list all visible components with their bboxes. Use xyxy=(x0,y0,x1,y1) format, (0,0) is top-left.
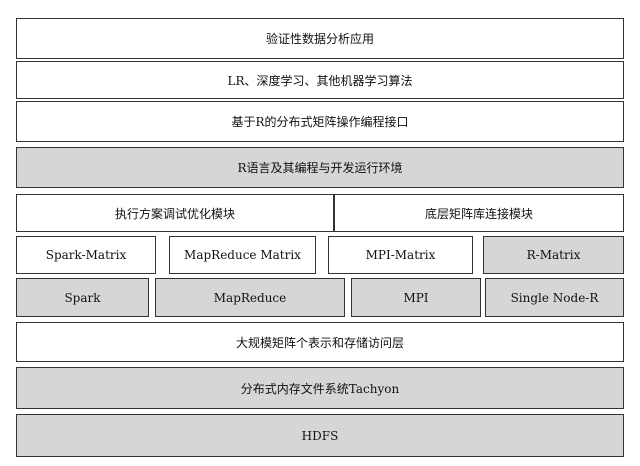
engine-single-node-r: Single Node-R xyxy=(485,278,624,317)
layer-r-environment-label: R语言及其编程与开发运行环境 xyxy=(237,161,403,175)
engine-mapreduce-label: MapReduce xyxy=(213,290,287,305)
matrix-lib-spark-label: Spark-Matrix xyxy=(45,248,127,262)
layer-algorithms-label: LR、深度学习、其他机器学习算法 xyxy=(227,73,413,88)
engine-spark: Spark xyxy=(16,278,149,317)
engine-mapreduce: MapReduce xyxy=(155,278,345,317)
engine-spark-label: Spark xyxy=(64,290,101,305)
layer-storage-access: 大规模矩阵个表示和存储访问层 xyxy=(16,322,624,362)
module-optimizer-label: 执行方案调试优化模块 xyxy=(114,206,235,221)
matrix-lib-mapreduce-label: MapReduce Matrix xyxy=(184,248,301,262)
module-optimizer: 执行方案调试优化模块 xyxy=(16,194,334,232)
matrix-lib-mpi-label: MPI-Matrix xyxy=(365,248,436,262)
matrix-lib-spark: Spark-Matrix xyxy=(16,236,156,274)
layer-storage-access-label: 大规模矩阵个表示和存储访问层 xyxy=(235,335,404,350)
engine-single-node-r-label: Single Node-R xyxy=(510,290,599,305)
layer-memory-fs: 分布式内存文件系统Tachyon xyxy=(16,367,624,409)
layer-programming-interface-label: 基于R的分布式矩阵操作编程接口 xyxy=(231,115,409,129)
module-connector: 底层矩阵库连接模块 xyxy=(334,194,624,232)
layer-r-environment: R语言及其编程与开发运行环境 xyxy=(16,147,624,188)
layer-memory-fs-label: 分布式内存文件系统Tachyon xyxy=(240,381,400,396)
matrix-lib-r-label: R-Matrix xyxy=(526,248,581,262)
module-connector-label: 底层矩阵库连接模块 xyxy=(424,206,533,221)
layer-app-label: 验证性数据分析应用 xyxy=(265,32,374,46)
layer-hdfs-label: HDFS xyxy=(301,428,339,443)
layer-hdfs: HDFS xyxy=(16,414,624,457)
engine-mpi: MPI xyxy=(351,278,481,317)
matrix-lib-mpi: MPI-Matrix xyxy=(328,236,473,274)
engine-mpi-label: MPI xyxy=(403,290,429,305)
matrix-lib-r: R-Matrix xyxy=(483,236,624,274)
layer-app: 验证性数据分析应用 xyxy=(16,18,624,59)
layer-algorithms: LR、深度学习、其他机器学习算法 xyxy=(16,61,624,99)
layer-programming-interface: 基于R的分布式矩阵操作编程接口 xyxy=(16,101,624,142)
matrix-lib-mapreduce: MapReduce Matrix xyxy=(169,236,316,274)
